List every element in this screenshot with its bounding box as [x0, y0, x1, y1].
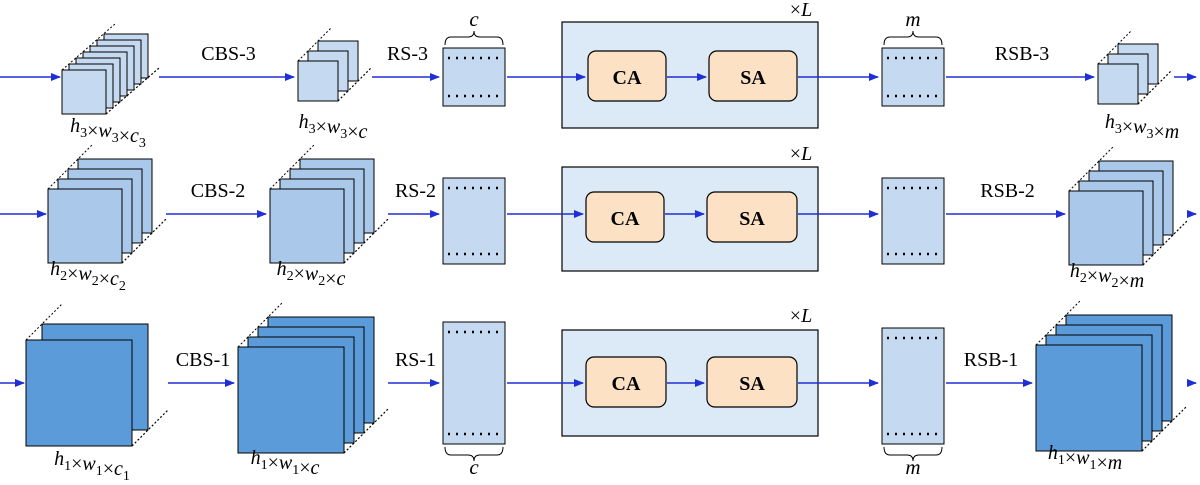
ca-label: CA	[611, 208, 640, 230]
mid-feature-stack	[237, 302, 389, 454]
channel-brace-label: c	[469, 455, 479, 479]
rsb-label: RSB-1	[964, 349, 1018, 371]
token-matrix-box	[881, 327, 945, 445]
sa-block	[706, 356, 798, 408]
row-1: h1×w1×c1 CBS-1 h1×w1×c RS-1 c ×L CA SA m RSB-1 h1×…	[0, 300, 1197, 484]
depth-dash	[1137, 69, 1173, 105]
depth-dash	[337, 66, 373, 102]
ca-block	[585, 191, 665, 243]
cbs-label: CBS-1	[176, 349, 230, 371]
feature-slice	[237, 346, 345, 454]
token-matrix-box	[881, 177, 945, 265]
token-matrix-box	[881, 47, 945, 107]
token-matrix-out	[881, 47, 945, 107]
ca-label: CA	[613, 67, 642, 89]
sa-label: SA	[739, 373, 765, 395]
input-dimension-label: h2×w2×c2	[50, 258, 126, 294]
sa-label: SA	[739, 208, 765, 230]
feature-slice	[1068, 190, 1144, 266]
input-feature-stack	[25, 303, 169, 447]
ca-label: CA	[612, 373, 641, 395]
channel-brace	[444, 446, 504, 462]
token-matrix-box	[442, 177, 506, 265]
input-dimension-label: h1×w1×c1	[54, 448, 130, 484]
mid-feature-stack	[269, 144, 389, 264]
channel-brace	[444, 30, 504, 46]
token-matrix-out	[881, 177, 945, 265]
row-2: h2×w2×c2 CBS-2 h2×w2×c RS-2 ×L CA SA RSB-2 h2×w2…	[0, 143, 1197, 294]
output-channel-brace-label: m	[905, 455, 920, 479]
input-feature-stack	[61, 23, 160, 115]
channel-brace-label: c	[469, 7, 479, 31]
rs-label: RS-1	[395, 349, 436, 371]
sa-block	[706, 191, 798, 243]
mid-dimension-label: h1×w1×c	[251, 447, 320, 479]
rs-label: RS-3	[387, 43, 428, 65]
sa-block	[708, 50, 798, 102]
feature-slice	[1035, 344, 1143, 452]
feature-slice	[25, 339, 133, 447]
feature-slice	[269, 188, 345, 264]
rsb-label: RSB-2	[980, 180, 1034, 202]
rs-label: RS-2	[395, 180, 436, 202]
feature-slice	[297, 60, 339, 102]
ca-block	[585, 356, 667, 408]
input-feature-stack	[47, 144, 167, 264]
output-feature-stack	[1068, 146, 1188, 266]
mid-feature-stack	[297, 26, 373, 102]
output-dimension-label: h1×w1×m	[1048, 442, 1122, 474]
depth-dash	[131, 409, 169, 447]
cbs-label: CBS-3	[201, 43, 255, 65]
feature-slice	[47, 188, 123, 264]
output-feature-stack	[1035, 300, 1187, 452]
output-feature-stack	[1097, 29, 1173, 105]
token-matrix-in	[442, 47, 506, 107]
repeat-label: ×L	[790, 305, 812, 327]
mid-dimension-label: h2×w2×c	[277, 258, 346, 290]
output-dimension-label: h2×w2×m	[1070, 260, 1144, 292]
ca-block	[587, 50, 667, 102]
output-channel-brace	[883, 30, 943, 46]
rsb-label: RSB-3	[995, 43, 1049, 65]
input-dimension-label: h3×w3×c3	[70, 115, 146, 151]
output-channel-brace	[883, 446, 943, 462]
repeat-label: ×L	[790, 0, 812, 21]
token-matrix-in	[442, 321, 506, 445]
cbs-label: CBS-2	[191, 180, 245, 202]
sa-label: SA	[740, 67, 766, 89]
mid-dimension-label: h3×w3×c	[299, 111, 368, 143]
depth-dash	[297, 26, 333, 62]
output-channel-brace-label: m	[905, 7, 920, 31]
token-matrix-in	[442, 177, 506, 265]
feature-slice	[1097, 63, 1139, 105]
token-matrix-box	[442, 321, 506, 445]
output-dimension-label: h3×w3×m	[1105, 111, 1179, 143]
token-matrix-out	[881, 327, 945, 445]
repeat-label: ×L	[790, 143, 812, 165]
depth-dash	[1097, 29, 1133, 65]
depth-dash	[25, 303, 63, 341]
feature-slice	[61, 69, 107, 115]
token-matrix-box	[442, 47, 506, 107]
